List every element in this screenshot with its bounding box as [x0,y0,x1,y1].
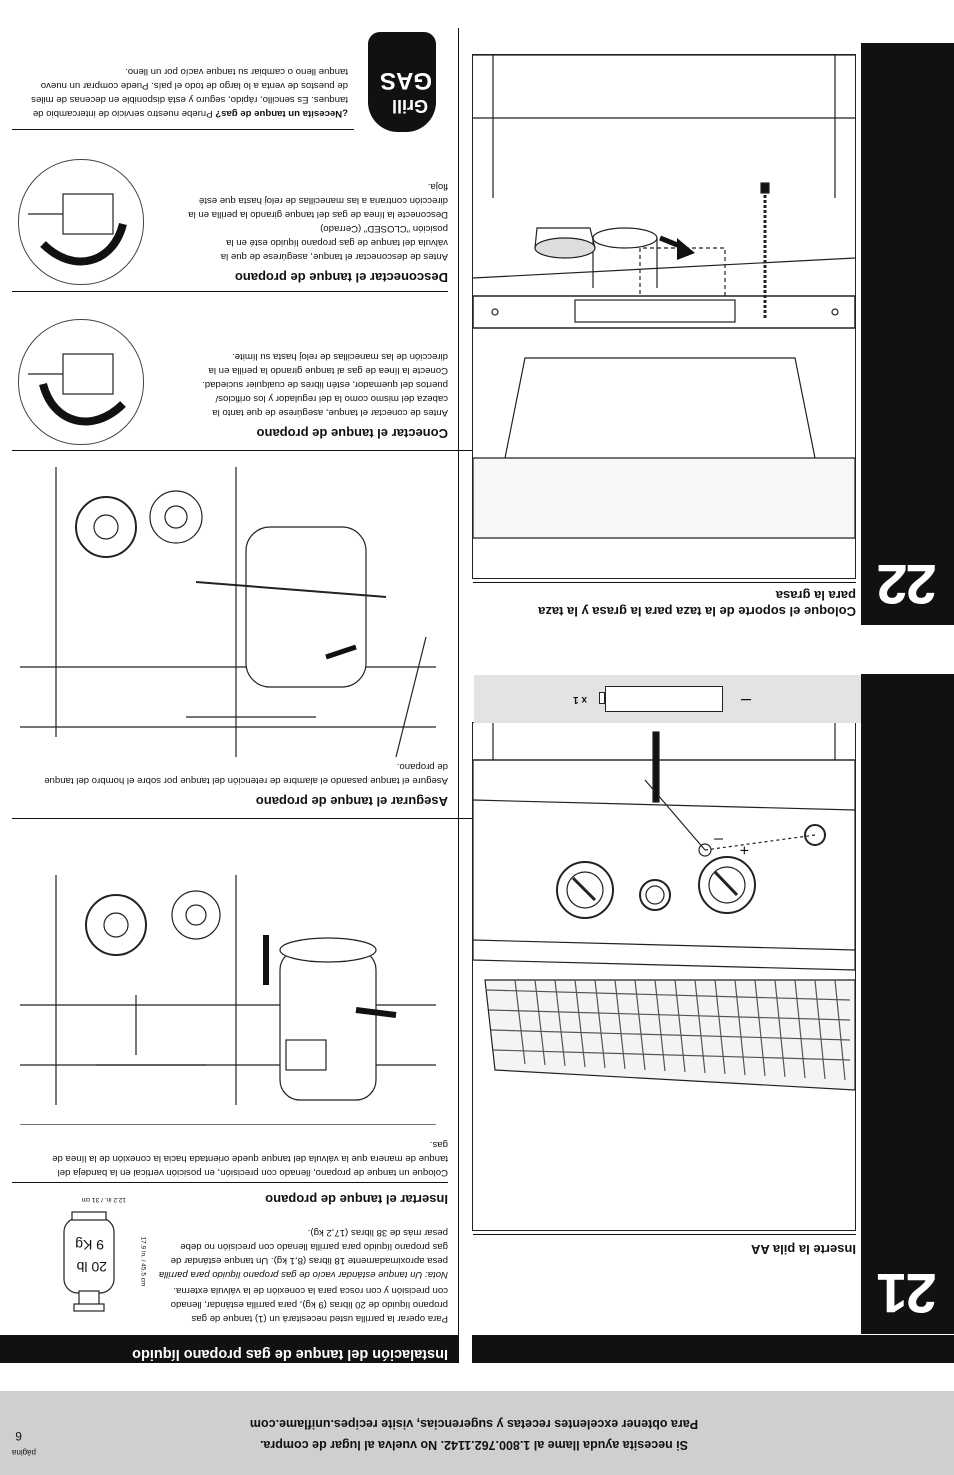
connect-tank-title: Conectar el tanque de propano [256,426,448,441]
insert-line-1: Coloque un tanque de propano, llenado co… [57,1167,448,1178]
step-22-number: 22 [878,553,937,616]
insert-tank-title: Insertar el tanque de propano [265,1192,448,1207]
intro-line-1: Para operar la parrilla usted necesitará… [191,1313,448,1324]
disconnect-line-3: posición "CLOSED" (Cerrado) [320,223,448,234]
aa-battery-icon [605,686,723,712]
page-number: 6 [15,1429,22,1443]
note-line-4: pesar más de 38 libras (17,2 kg). [307,1227,448,1238]
secure-tank-text: Asegure el tanque pasando el alambre de … [8,759,448,787]
tank-width-dimension: 12.2 in. / 31 cm [81,1196,126,1203]
footer-help-text: Si necesita ayuda llame al 1.800.762.114… [194,1413,754,1455]
divider-insert [12,1182,448,1183]
connect-tank-detail-circle [18,319,144,445]
intro-line-3: con precisión y con rosca para la conexi… [173,1285,448,1296]
connect-line-3: puertos del quemador, estén libres de cu… [202,379,448,390]
connect-line-4: Conecte la línea de gas al tanque girand… [208,365,448,376]
disconnect-tank-text: Antes de desconectar el tanque, asegúres… [148,179,448,263]
disconnect-line-4: Desconecte la línea de gas del tanque gi… [188,209,448,220]
insert-tank-text: Coloque un tanque de propano, llenado co… [8,1137,448,1179]
disconnect-line-1: Antes de desconectar el tanque, asegúres… [220,251,448,262]
divider-disconnect [12,291,448,292]
insert-line-3: gas. [429,1139,448,1150]
connect-line-1: Antes de conectar el tanque, asegúrese d… [212,407,448,418]
battery-minus-sign: – [740,691,751,711]
propane-tank-icon: 20 lb 9 Kg 12.2 in. / 31 cm 17.9 in. / 4… [34,1170,147,1315]
step-22-title: Coloque el soporte de la taza para la gr… [538,587,856,619]
connect-line-2: cabeza del mismo como la del regulador y… [215,393,449,404]
intro-paragraph: Para operar la parrilla usted necesitará… [128,1225,448,1325]
step-21-badge: 21 [861,674,954,1334]
disconnect-tank-detail-circle [18,159,144,285]
secure-tank-title: Asegurar el tanque de propano [255,794,448,809]
disconnect-line-2: válvula del tanque de gas propano líquid… [226,237,448,248]
need-tank-lead: ¿Necesita un tanque de gas? [215,108,348,119]
disconnect-tank-title: Desconectar el tanque de propano [234,270,448,285]
need-tank-line-1: Pruebe nuestro servicio de intercambio d… [32,108,216,119]
step-21-number: 21 [878,1262,937,1325]
step-21-rule [473,1234,856,1235]
svg-text:–: – [714,831,723,848]
secure-line-2: de propano. [396,761,448,772]
grease-cup-illustration [472,54,856,579]
page-label: página [11,1448,36,1457]
tank-label-lb: 20 lb [76,1259,107,1275]
logo-line-2: GAS [379,67,432,94]
step-22-title-line-1: Coloque el soporte de la taza para la gr… [538,604,856,619]
connect-tank-text: Antes de conectar el tanque, asegúrese d… [148,349,448,419]
svg-text:+: + [740,841,749,858]
column-divider [458,28,459,1363]
grill-gas-logo: Grill GAS [356,20,446,140]
battery-parts-panel: – x 1 [474,675,861,723]
insert-line-2: tanque de manera que la válvula del tanq… [52,1153,448,1164]
footer-line-2: Para obtener excelentes recetas y sugere… [249,1417,699,1431]
intro-line-2: propano líquido de 20 libras (9 kg), par… [170,1299,448,1310]
tank-label-kg: 9 Kg [75,1237,104,1253]
divider-connect [12,450,472,451]
note-line-3: gas propano líquido para parrilla llenad… [180,1241,448,1252]
connect-line-5: dirección de las manecillas de reloj has… [232,351,448,362]
left-column-header-bar [472,1335,954,1363]
propane-installation-header: Instalación del tanque de gas propano lí… [132,1346,448,1362]
note-line-1: Nota: Un tanque estándar vacío de gas pr… [158,1269,448,1280]
secure-tank-illustration [20,467,436,757]
disconnect-line-5: dirección contraria a las manecillas de … [198,195,448,206]
need-tank-line-4: tanque lleno o cambiar su tanque vacío p… [125,66,348,77]
step-21-title: Inserte la pila AA [751,1242,856,1257]
step-22-title-line-2: para la grasa [775,588,856,603]
step-22-rule [473,582,856,583]
battery-quantity: x 1 [573,694,587,705]
battery-igniter-illustration: + – [472,722,856,1231]
step-22-badge: 22 [861,43,954,625]
need-tank-line-2: tanques. Es sencillo, rápido, seguro y e… [31,94,348,105]
insert-tank-illustration [20,875,436,1125]
secure-line-1: Asegure el tanque pasando el alambre de … [44,775,448,786]
logo-line-1: Grill [391,96,428,116]
divider-secure [12,818,472,819]
need-tank-line-3: de puestos de venta a lo largo de todo e… [40,80,348,91]
need-tank-text: ¿Necesita un tanque de gas? Pruebe nuest… [8,64,348,120]
divider-need-tank [12,129,354,130]
disconnect-line-6: floja. [427,181,448,192]
footer-line-1: Si necesita ayuda llame al 1.800.762.114… [260,1438,689,1452]
tank-height-dimension: 17.9 in. / 45.5 cm [139,1236,147,1287]
battery-tip-icon [599,692,605,704]
note-line-2: pesa aproximadamente 18 libras (8,1 kg).… [170,1255,448,1266]
